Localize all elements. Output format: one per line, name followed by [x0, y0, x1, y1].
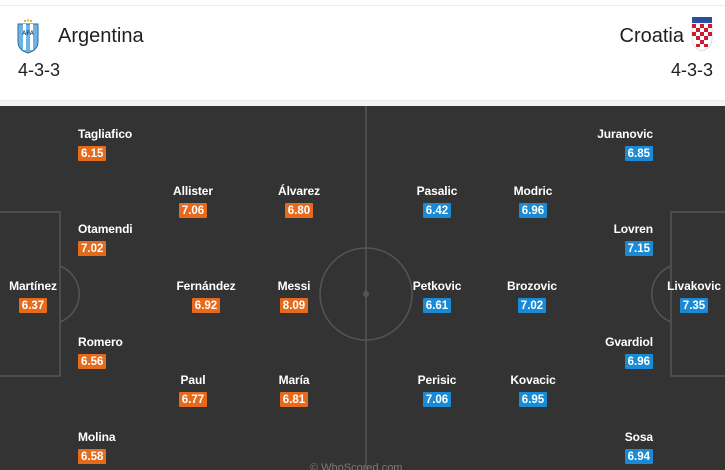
argentina-crest-icon: AFA [17, 19, 39, 54]
watermark: © WhoScored.com [310, 462, 403, 470]
player-sosa[interactable]: Sosa 6.94 [624, 430, 653, 465]
player-molina[interactable]: Molina 6.58 [78, 430, 116, 465]
player-rating: 6.37 [18, 298, 48, 313]
match-lineup-header: AFA Argentina 4-3-3 Croatia 4-3-3 [0, 0, 725, 106]
player-name: Fernández [176, 279, 236, 293]
player-rating: 6.95 [518, 392, 548, 407]
player-petkovic[interactable]: Petkovic 6.61 [402, 279, 472, 314]
player-name: Molina [78, 430, 116, 444]
svg-text:AFA: AFA [22, 31, 35, 37]
player-rating: 7.02 [78, 241, 107, 256]
player-name: Sosa [624, 430, 653, 444]
player-rating: 6.81 [279, 392, 309, 407]
player-rating: 6.56 [78, 354, 107, 369]
player-lovren[interactable]: Lovren 7.15 [614, 222, 653, 257]
player-brozovic[interactable]: Brozovic 7.02 [497, 279, 567, 314]
player-rating: 7.02 [517, 298, 547, 313]
header-divider [0, 100, 725, 101]
player-name: Romero [78, 335, 123, 349]
player-rating: 6.94 [624, 449, 653, 464]
player-livakovic[interactable]: Livakovic 7.35 [666, 279, 722, 314]
player-name: Lovren [613, 222, 654, 236]
player-rating: 7.35 [679, 298, 709, 313]
player-perisic[interactable]: Perisic 7.06 [406, 373, 468, 408]
player-name: Petkovic [412, 279, 462, 293]
player-name: Gvardiol [605, 335, 653, 349]
player-rating: 6.42 [422, 203, 452, 218]
player-name: Messi [277, 279, 311, 293]
player-rating: 6.96 [518, 203, 548, 218]
player-name: Martínez [9, 279, 57, 293]
player-rating: 6.96 [624, 354, 653, 369]
player-name: María [278, 373, 310, 387]
player-rating: 6.77 [178, 392, 208, 407]
player-alvarez[interactable]: Álvarez 6.80 [268, 184, 330, 219]
player-rating: 6.15 [78, 146, 107, 161]
player-name: Perisic [417, 373, 457, 387]
player-fernandez[interactable]: Fernández 6.92 [172, 279, 240, 314]
player-rating: 6.92 [191, 298, 221, 313]
pitch-markings [0, 106, 725, 470]
player-name: Brozovic [507, 279, 557, 293]
player-rating: 7.15 [624, 241, 653, 256]
player-rating: 6.80 [284, 203, 314, 218]
player-rating: 8.09 [279, 298, 309, 313]
player-rating: 7.06 [422, 392, 452, 407]
player-allister[interactable]: Allister 7.06 [162, 184, 224, 219]
home-team-name[interactable]: Argentina [58, 25, 144, 47]
player-name: Modric [513, 184, 553, 198]
pitch: Tagliafico 6.15 Otamendi 7.02 Martínez 6… [0, 106, 725, 470]
player-name: Pasalic [416, 184, 458, 198]
header-divider [0, 5, 725, 6]
player-rating: 6.58 [78, 449, 107, 464]
player-rating: 7.06 [178, 203, 208, 218]
player-pasalic[interactable]: Pasalic 6.42 [406, 184, 468, 219]
player-messi[interactable]: Messi 8.09 [263, 279, 325, 314]
player-maria[interactable]: María 6.81 [263, 373, 325, 408]
player-juranovic[interactable]: Juranovic 6.85 [597, 127, 653, 162]
player-romero[interactable]: Romero 6.56 [78, 335, 123, 370]
player-kovacic[interactable]: Kovacic 6.95 [502, 373, 564, 408]
player-paul[interactable]: Paul 6.77 [162, 373, 224, 408]
player-gvardiol[interactable]: Gvardiol 6.96 [605, 335, 653, 370]
player-name: Juranovic [597, 127, 653, 141]
player-name: Livakovic [667, 279, 721, 293]
croatia-crest-icon [691, 17, 713, 52]
away-formation: 4-3-3 [670, 60, 713, 80]
player-tagliafico[interactable]: Tagliafico 6.15 [78, 127, 132, 162]
player-name: Allister [173, 184, 213, 198]
player-martinez[interactable]: Martínez 6.37 [8, 279, 58, 314]
player-name: Tagliafico [78, 127, 133, 141]
away-team-name[interactable]: Croatia [619, 25, 684, 47]
player-rating: 6.61 [422, 298, 452, 313]
player-name: Álvarez [278, 184, 320, 198]
player-name: Otamendi [78, 222, 133, 236]
player-otamendi[interactable]: Otamendi 7.02 [78, 222, 133, 257]
header-gap [0, 101, 725, 106]
player-name: Kovacic [510, 373, 556, 387]
home-formation: 4-3-3 [18, 60, 61, 80]
player-name: Paul [180, 373, 206, 387]
player-rating: 6.85 [624, 146, 653, 161]
player-modric[interactable]: Modric 6.96 [502, 184, 564, 219]
